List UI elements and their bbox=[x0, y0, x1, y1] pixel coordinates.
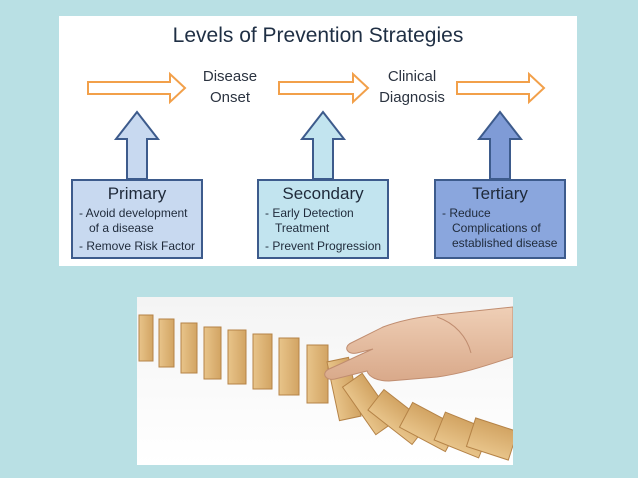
tertiary-up-arrow bbox=[476, 110, 524, 180]
secondary-up-arrow bbox=[299, 110, 347, 180]
list-item: - Avoid development of a disease bbox=[79, 206, 188, 235]
tertiary-heading: Tertiary bbox=[472, 184, 528, 203]
diagram-title: Levels of Prevention Strategies bbox=[172, 24, 464, 47]
secondary-box: Secondary - Early Detection Treatment - … bbox=[257, 179, 389, 259]
list-item: - Prevent Progression bbox=[265, 239, 382, 253]
hand bbox=[324, 306, 513, 382]
timeline-arrow-2 bbox=[278, 71, 370, 105]
list-item: - Reduce Complications of established di… bbox=[442, 206, 558, 250]
timeline-arrow-1 bbox=[87, 71, 187, 105]
list-item: - Remove Risk Factor bbox=[79, 239, 196, 253]
stage-label-clinical-diagnosis: Clinical Diagnosis bbox=[379, 68, 445, 106]
primary-up-arrow bbox=[113, 110, 161, 180]
primary-list: - Avoid development of a disease - Remov… bbox=[73, 206, 201, 254]
secondary-heading: Secondary bbox=[282, 184, 364, 203]
list-item: - Early Detection Treatment bbox=[265, 206, 354, 235]
stage-label-disease-onset: Disease Onset bbox=[202, 68, 258, 106]
primary-heading: Primary bbox=[107, 184, 167, 203]
dominoes-illustration bbox=[137, 297, 513, 465]
primary-box: Primary - Avoid development of a disease… bbox=[71, 179, 203, 259]
tertiary-box: Tertiary - Reduce Complications of estab… bbox=[434, 179, 566, 259]
diagram-panel: Levels of Prevention Strategies Disease … bbox=[59, 16, 577, 266]
timeline-arrow-3 bbox=[456, 71, 546, 105]
secondary-list: - Early Detection Treatment - Prevent Pr… bbox=[259, 206, 387, 254]
tertiary-list: - Reduce Complications of established di… bbox=[436, 206, 564, 251]
dominoes-photo bbox=[137, 297, 513, 465]
